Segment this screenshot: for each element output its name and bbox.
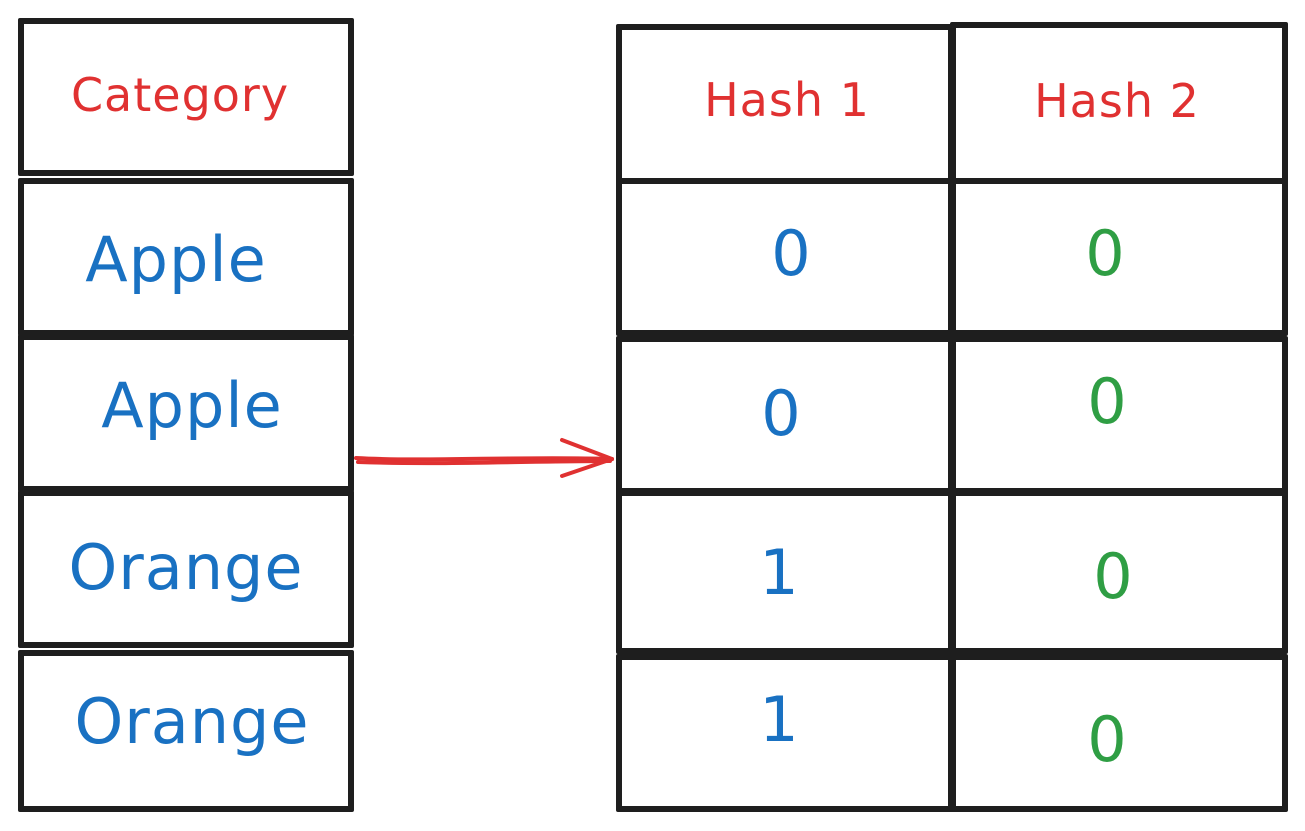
hash2-cell: 0 — [950, 490, 1288, 654]
hash1-header: Hash 1 — [704, 73, 870, 127]
category-value: Apple — [101, 368, 283, 442]
hash2-value: 0 — [1085, 216, 1125, 290]
hash2-value: 0 — [1087, 364, 1127, 438]
hash1-cell: 0 — [616, 178, 954, 336]
category-value: Orange — [74, 684, 310, 758]
category-cell: Orange — [18, 490, 354, 648]
arrow-shaft — [354, 456, 614, 462]
category-header-cell: Category — [18, 18, 354, 176]
hash2-value: 0 — [1087, 702, 1127, 776]
category-cell: Orange — [18, 650, 354, 812]
hash1-header-cell: Hash 1 — [616, 24, 954, 184]
hash2-cell: 0 — [950, 178, 1288, 336]
hash1-value: 1 — [759, 682, 799, 756]
hash2-header: Hash 2 — [1034, 74, 1200, 128]
hash2-cell: 0 — [950, 654, 1288, 812]
hash2-header-cell: Hash 2 — [950, 22, 1288, 184]
hash2-value: 0 — [1093, 539, 1133, 613]
hash1-value: 0 — [771, 216, 811, 290]
hash1-value: 1 — [759, 535, 799, 609]
arrow-head-upper — [560, 438, 614, 461]
category-value: Apple — [85, 222, 267, 296]
category-header: Category — [70, 68, 290, 122]
hash1-cell: 1 — [616, 654, 954, 812]
category-value: Orange — [68, 530, 304, 604]
category-cell: Apple — [18, 178, 354, 336]
arrow-head-lower — [560, 457, 614, 478]
hash1-value: 0 — [761, 376, 801, 450]
category-cell: Apple — [18, 334, 354, 492]
arrow-shaft-stroke — [356, 459, 612, 466]
